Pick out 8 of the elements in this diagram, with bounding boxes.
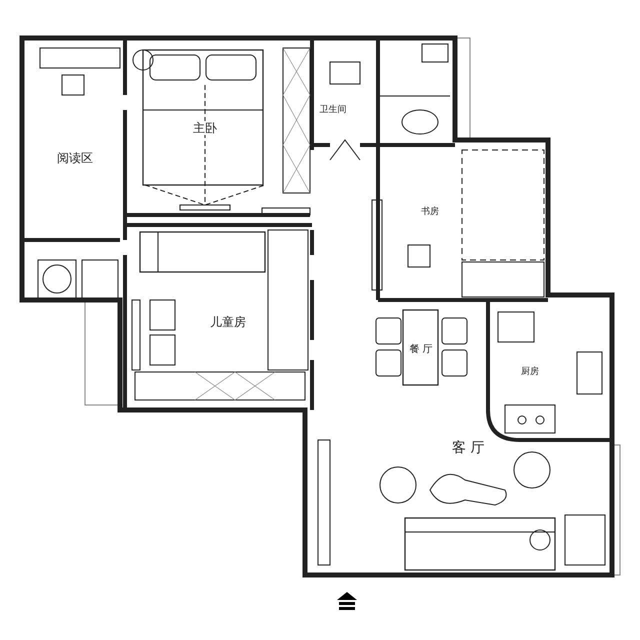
room-label: 厨房 xyxy=(520,366,540,378)
room-label: 阅读区 xyxy=(56,151,94,165)
room-label: 书房 xyxy=(420,206,440,218)
room-label: 卫生间 xyxy=(318,104,348,116)
room-label: 主卧 xyxy=(192,121,218,135)
room-label: 客 厅 xyxy=(451,440,486,456)
room-label: 儿童房 xyxy=(209,315,247,329)
room-label: 餐 厅 xyxy=(408,344,434,356)
